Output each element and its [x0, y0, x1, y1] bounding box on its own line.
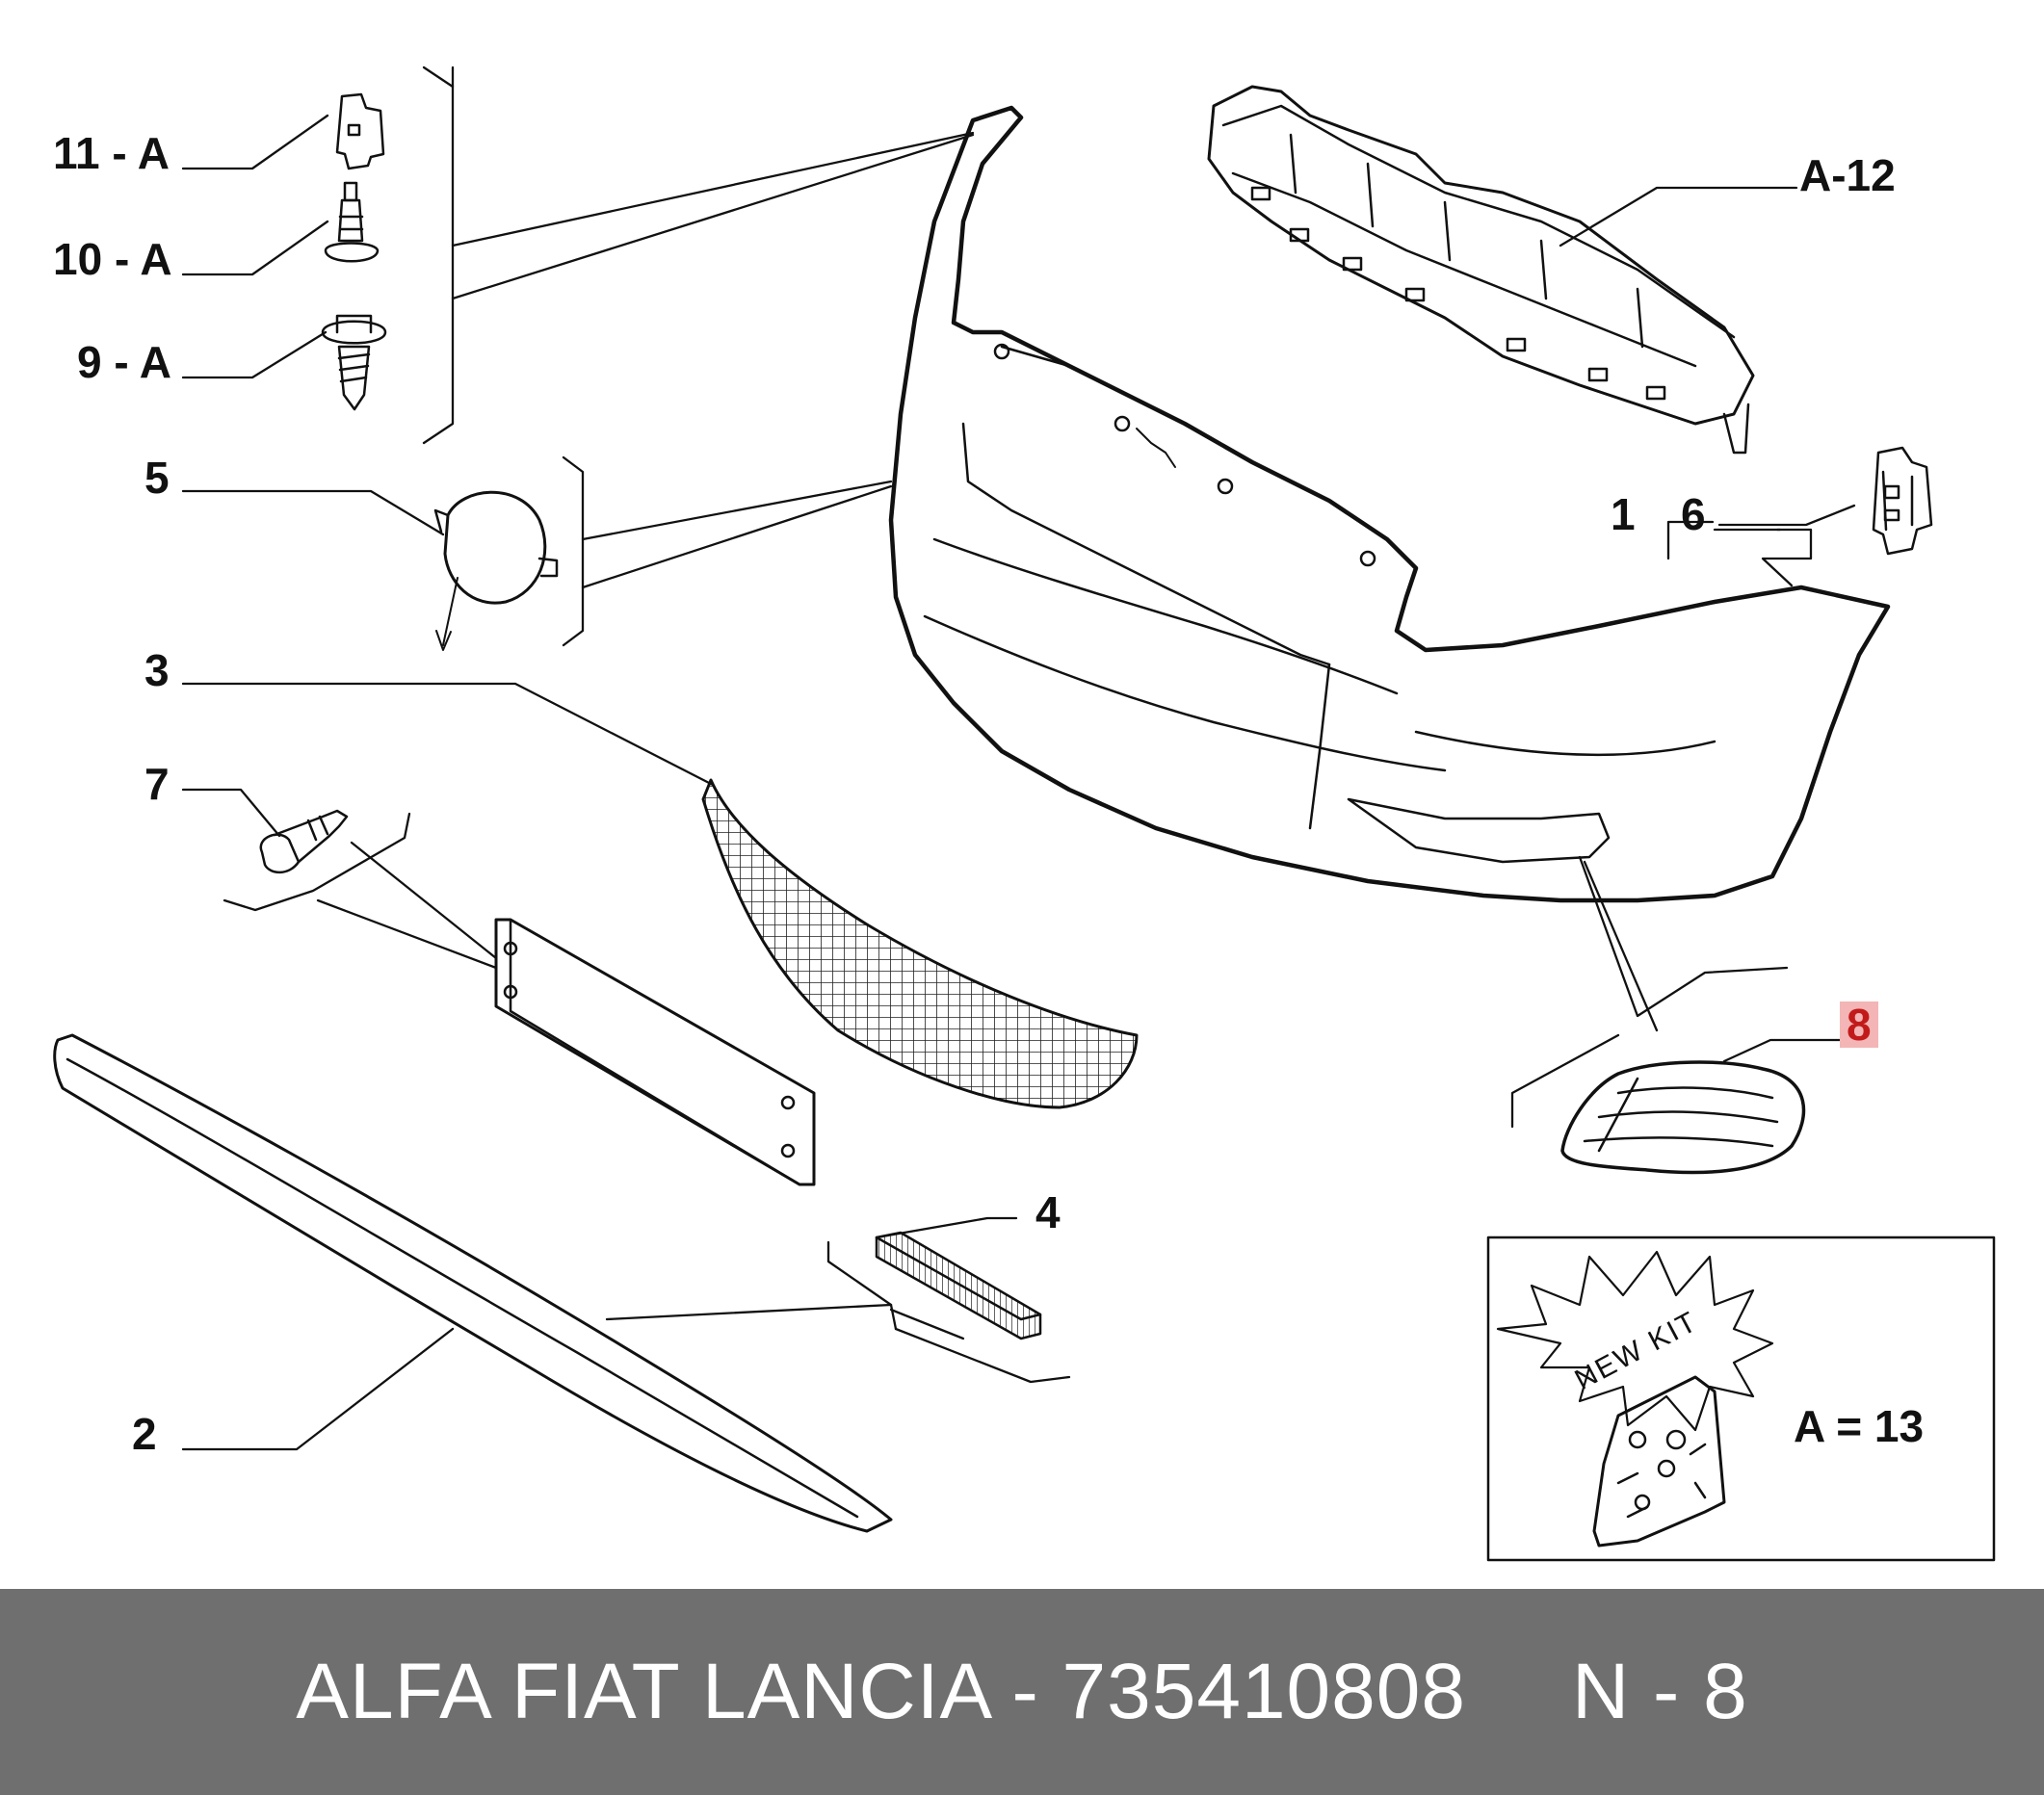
label-5: 5 — [144, 453, 170, 503]
kit-equation: A = 13 — [1794, 1401, 1924, 1451]
brush-strip-part-4 — [875, 1231, 1042, 1340]
label-4: 4 — [1035, 1187, 1061, 1237]
fog-grille-part-8 — [1560, 1060, 1806, 1175]
label-7: 7 — [144, 759, 170, 809]
footer-brand-part: ALFA FIAT LANCIA - 735410808 — [296, 1648, 1466, 1735]
stud-part-10a — [324, 181, 380, 263]
footer-bar: ALFA FIAT LANCIA - 735410808 N - 8 — [0, 1589, 2044, 1795]
label-1: 1 — [1611, 489, 1636, 539]
label-2: 2 — [132, 1409, 157, 1459]
clip-part-11a — [335, 92, 385, 170]
label-10-a: 10 - A — [53, 234, 172, 284]
label-8-highlight — [1840, 1002, 1878, 1048]
footer-ref: N - 8 — [1571, 1648, 1748, 1735]
label-8: 8 — [1847, 1000, 1872, 1050]
absorber-part-a12 — [1207, 85, 1755, 455]
label-11-a: 11 - A — [53, 128, 170, 178]
screw-part-9a — [321, 314, 387, 411]
tow-cap-part-5 — [433, 490, 559, 651]
leader-lines — [181, 65, 1856, 1451]
label-9-a: 9 - A — [77, 337, 171, 387]
kit-bag — [1592, 1375, 1726, 1548]
parts-diagram: NEW KIT 11 - A 10 - A 9 - A 5 3 7 2 4 1 … — [53, 65, 1996, 1562]
label-a-12: A-12 — [1799, 150, 1896, 200]
bracket-plate — [494, 918, 816, 1186]
kit-box — [1486, 1236, 1996, 1562]
bumper-cover-part-1 — [888, 105, 1891, 903]
part-labels: 11 - A 10 - A 9 - A 5 3 7 2 4 1 6 A-12 8… — [53, 128, 1924, 1459]
label-3: 3 — [144, 645, 170, 695]
trim-strip-part-2 — [53, 1033, 893, 1533]
label-6: 6 — [1681, 489, 1706, 539]
screw-part-7 — [259, 809, 349, 874]
grille-part-3 — [701, 778, 1139, 1109]
clip-part-6 — [1872, 446, 1933, 556]
new-kit-starburst — [1496, 1250, 1774, 1432]
